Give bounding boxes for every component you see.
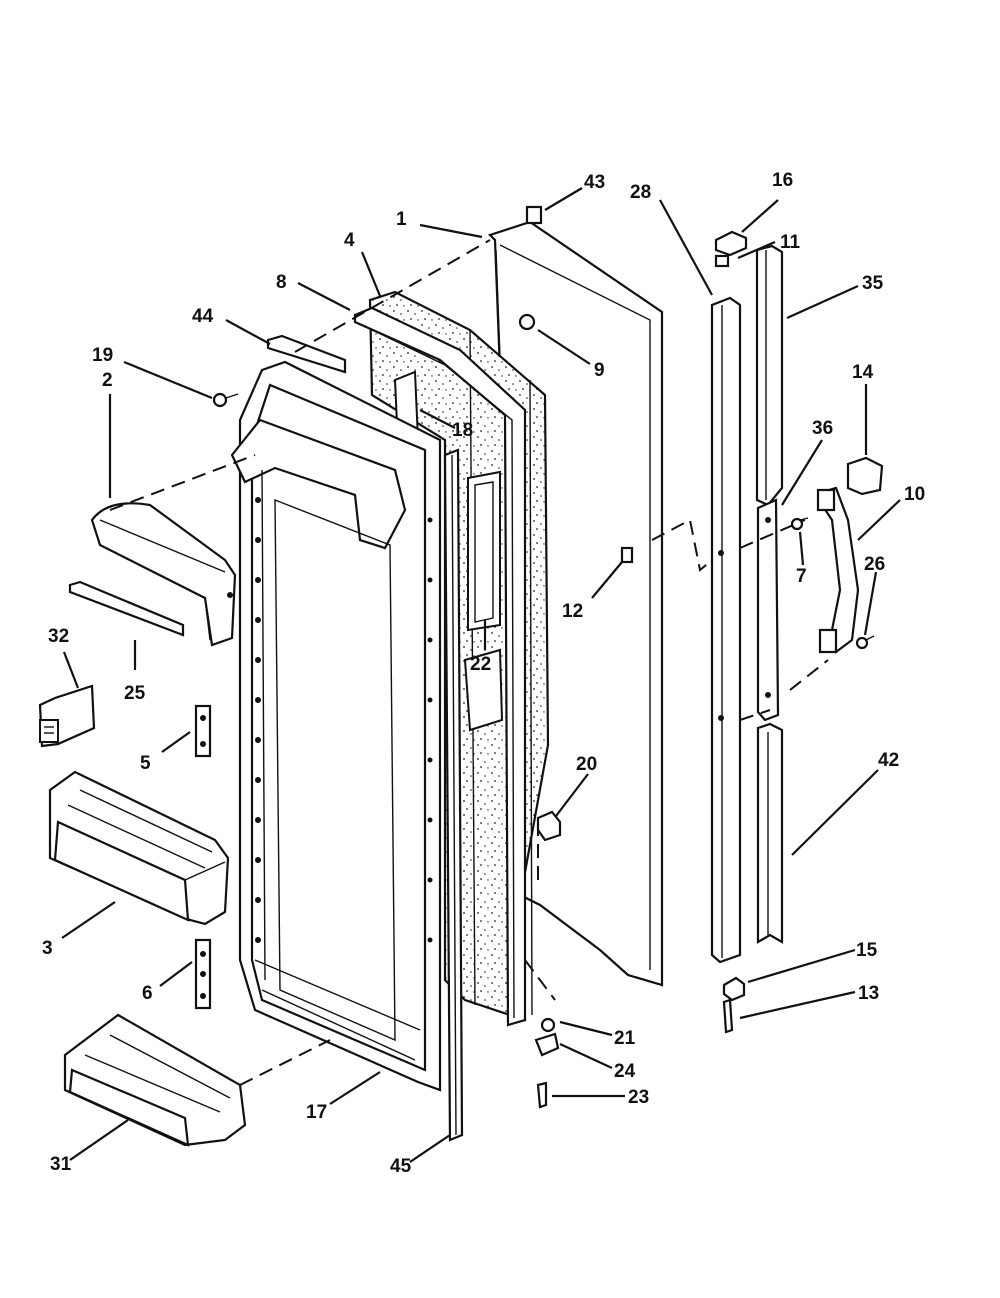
callout-13: 13	[858, 983, 879, 1004]
callout-12: 12	[562, 601, 583, 622]
callout-8: 8	[276, 272, 287, 293]
callout-21: 21	[614, 1028, 636, 1049]
callout-17: 17	[306, 1102, 327, 1123]
callout-1: 1	[396, 209, 407, 230]
part-14-cap	[846, 456, 884, 496]
callout-4: 4	[344, 230, 355, 251]
door-handle	[816, 456, 884, 654]
middle-trim	[756, 498, 780, 722]
liner-shelf-holes	[255, 497, 433, 943]
callout-26: 26	[864, 554, 885, 575]
callout-14: 14	[852, 362, 874, 383]
alignment-lines	[109, 239, 829, 1086]
callout-20: 20	[576, 754, 597, 775]
callout-25: 25	[124, 683, 146, 704]
callout-labels: 43 1 28 16 11 35 4 8 44 9 19 2 18 14 36 …	[42, 170, 925, 1177]
bin-support-upper	[194, 704, 212, 758]
callout-3: 3	[42, 938, 53, 959]
hardware-parts	[212, 230, 875, 1109]
callout-31: 31	[50, 1154, 72, 1175]
lower-trim	[756, 722, 784, 944]
part-7-screw	[790, 517, 804, 531]
inner-door-liner	[230, 334, 442, 1092]
upper-trim	[755, 244, 784, 507]
part-24-hinge	[534, 1032, 560, 1057]
callout-15: 15	[856, 940, 878, 961]
callout-35: 35	[862, 273, 884, 294]
callout-19: 19	[92, 345, 113, 366]
callout-22: 22	[470, 654, 491, 675]
callout-23: 23	[628, 1087, 649, 1108]
callout-44: 44	[192, 306, 214, 327]
breaker-strip	[443, 448, 464, 1142]
callout-2: 2	[102, 370, 113, 391]
callout-7: 7	[796, 566, 807, 587]
callout-9: 9	[594, 360, 605, 381]
part-26-screw	[855, 636, 869, 650]
callout-45: 45	[390, 1156, 412, 1177]
callout-43: 43	[584, 172, 605, 193]
part-22-shelf-stud	[467, 470, 501, 632]
callout-42: 42	[878, 750, 899, 771]
part-15-hinge	[722, 976, 746, 1002]
door-bin-upper	[48, 770, 230, 926]
callout-18: 18	[452, 420, 473, 441]
callout-5: 5	[140, 753, 151, 774]
callout-24: 24	[614, 1061, 636, 1082]
part-43-bracket	[525, 205, 543, 225]
part-19-screw	[212, 392, 228, 408]
door-channel	[710, 296, 742, 964]
bin-support-lower	[194, 938, 212, 1010]
part-23-screw	[536, 1081, 548, 1109]
part-13-pin	[722, 998, 734, 1034]
dairy-door-bin	[68, 502, 237, 647]
part-11-shim	[714, 254, 730, 268]
liner-top-rim	[230, 418, 407, 550]
callout-11: 11	[780, 232, 801, 253]
part-16-hinge	[714, 230, 748, 257]
callout-32: 32	[48, 626, 69, 647]
door-gasket	[353, 306, 527, 1027]
callout-10: 10	[904, 484, 925, 505]
dairy-latch	[38, 684, 96, 748]
part-21-bushing	[540, 1017, 556, 1033]
door-bin-lower	[63, 1013, 247, 1147]
part-44-strip	[266, 334, 347, 374]
leader-lines	[61, 187, 901, 1163]
callout-28: 28	[630, 182, 651, 203]
callout-16: 16	[772, 170, 793, 191]
part-9-plug	[518, 313, 536, 331]
callout-6: 6	[142, 983, 153, 1004]
callout-36: 36	[812, 418, 833, 439]
part-12-clip	[620, 546, 634, 564]
part-25-strip	[68, 580, 185, 637]
